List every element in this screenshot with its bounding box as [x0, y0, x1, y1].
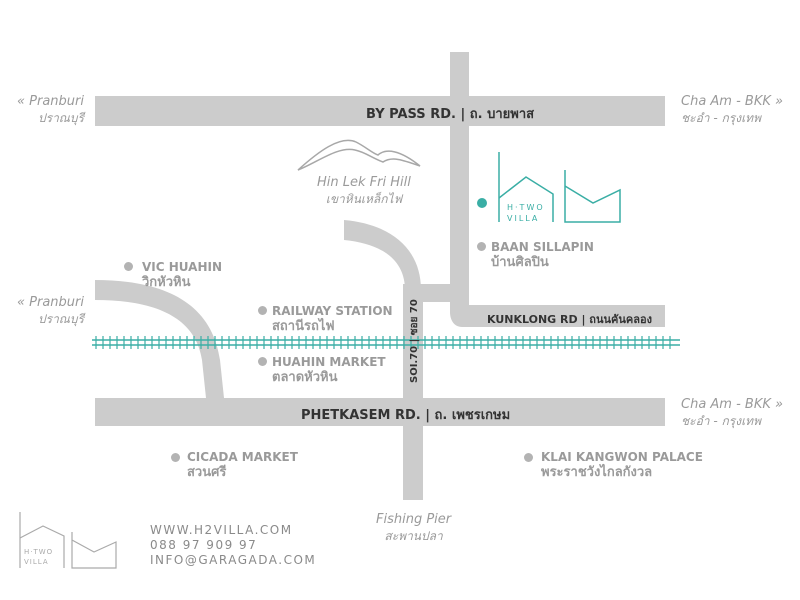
poi-klai-kangwon-th: พระราชวังไกลกังวล — [541, 465, 653, 480]
direction-west-mid-th: ปราณบุรี — [38, 312, 84, 326]
railway-station-marker — [258, 306, 267, 315]
contact-block: WWW.H2VILLA.COM 088 97 909 97 INFO@GARAG… — [150, 523, 316, 568]
poi-huahin-market: HUAHIN MARKET ตลาดหัวหิน — [272, 355, 386, 385]
poi-vic-huahin: VIC HUAHIN วิกหัวหิน — [142, 260, 222, 290]
hill-label-th: เขาหินเหล็กไฟ — [325, 192, 403, 206]
direction-south-th: สะพานปลา — [384, 529, 443, 543]
phetkasem-road — [95, 398, 665, 426]
direction-east-top-en: Cha Am - BKK » — [681, 94, 784, 109]
vic-huahin-marker — [124, 262, 133, 271]
footer-logo-text-line1: H·TWO — [24, 548, 53, 556]
poi-cicada-market-th: สวนศรี — [187, 465, 227, 480]
poi-cicada-market-en: CICADA MARKET — [187, 450, 298, 464]
direction-east-top-th: ชะอำ - กรุงเทพ — [681, 111, 761, 125]
huahin-market-marker — [258, 357, 267, 366]
direction-south-en: Fishing Pier — [376, 512, 452, 527]
direction-east-top: Cha Am - BKK » ชะอำ - กรุงเทพ — [681, 94, 783, 126]
email-link[interactable]: INFO@GARAGADA.COM — [150, 553, 317, 567]
baan-sillapin-marker — [477, 242, 486, 251]
poi-vic-huahin-th: วิกหัวหิน — [142, 275, 191, 290]
vertical-road-north — [450, 52, 665, 327]
soi-70-label: SOI.70 | ซอย 70 — [409, 299, 420, 383]
footer-logo-text-line2: VILLA — [24, 558, 49, 566]
poi-klai-kangwon-en: KLAI KANGWON PALACE — [541, 450, 703, 464]
h2villa-logo — [498, 152, 621, 223]
poi-huahin-market-en: HUAHIN MARKET — [272, 355, 386, 369]
direction-east-bottom: Cha Am - BKK » ชะอำ - กรุงเทพ — [681, 397, 783, 429]
curved-road-west — [95, 280, 224, 398]
poi-baan-sillapin-en: BAAN SILLAPIN — [491, 240, 594, 254]
poi-cicada-market: CICADA MARKET สวนศรี — [187, 450, 298, 480]
poi-baan-sillapin: BAAN SILLAPIN บ้านศิลปิน — [491, 240, 594, 270]
direction-west-mid: « Pranburi ปราณบุรี — [17, 295, 84, 327]
logo-text-line1: H·TWO — [507, 203, 545, 212]
direction-east-bottom-th: ชะอำ - กรุงเทพ — [681, 414, 761, 428]
direction-east-bottom-en: Cha Am - BKK » — [681, 397, 784, 412]
poi-railway-station-th: สถานีรถไฟ — [272, 319, 335, 334]
h2villa-location-dot — [477, 198, 487, 208]
footer-logo — [19, 512, 117, 569]
bypass-road-label: BY PASS RD. | ถ. บายพาส — [366, 107, 535, 122]
direction-west-top-th: ปราณบุรี — [38, 111, 84, 125]
hill-label-en: Hin Lek Fri Hill — [317, 175, 411, 190]
railway-track — [92, 336, 680, 349]
phone-number: 088 97 909 97 — [150, 538, 258, 552]
cicada-market-marker — [171, 453, 180, 462]
poi-klai-kangwon: KLAI KANGWON PALACE พระราชวังไกลกังวล — [541, 450, 703, 480]
curved-road-center — [344, 220, 421, 305]
phetkasem-road-label: PHETKASEM RD. | ถ. เพชรเกษม — [301, 408, 511, 423]
bypass-road — [95, 96, 665, 126]
poi-baan-sillapin-th: บ้านศิลปิน — [491, 255, 549, 270]
hill-label: Hin Lek Fri Hill เขาหินเหล็กไฟ — [317, 175, 411, 207]
poi-vic-huahin-en: VIC HUAHIN — [142, 260, 222, 274]
logo-text-line2: VILLA — [507, 214, 539, 223]
direction-west-top-en: « Pranburi — [17, 94, 84, 109]
hill-outline-icon — [297, 139, 421, 171]
direction-west-mid-en: « Pranburi — [17, 295, 84, 310]
poi-railway-station-en: RAILWAY STATION — [272, 304, 393, 318]
website-link[interactable]: WWW.H2VILLA.COM — [150, 523, 293, 537]
poi-huahin-market-th: ตลาดหัวหิน — [272, 370, 338, 385]
direction-west-top: « Pranburi ปราณบุรี — [17, 94, 84, 126]
road-network — [95, 52, 665, 500]
klai-kangwon-marker — [524, 453, 533, 462]
direction-south: Fishing Pier สะพานปลา — [376, 512, 451, 544]
soi-connector-road — [420, 284, 460, 302]
poi-railway-station: RAILWAY STATION สถานีรถไฟ — [272, 304, 393, 334]
kunklong-road-label: KUNKLONG RD | ถนนคันคลอง — [487, 313, 652, 326]
